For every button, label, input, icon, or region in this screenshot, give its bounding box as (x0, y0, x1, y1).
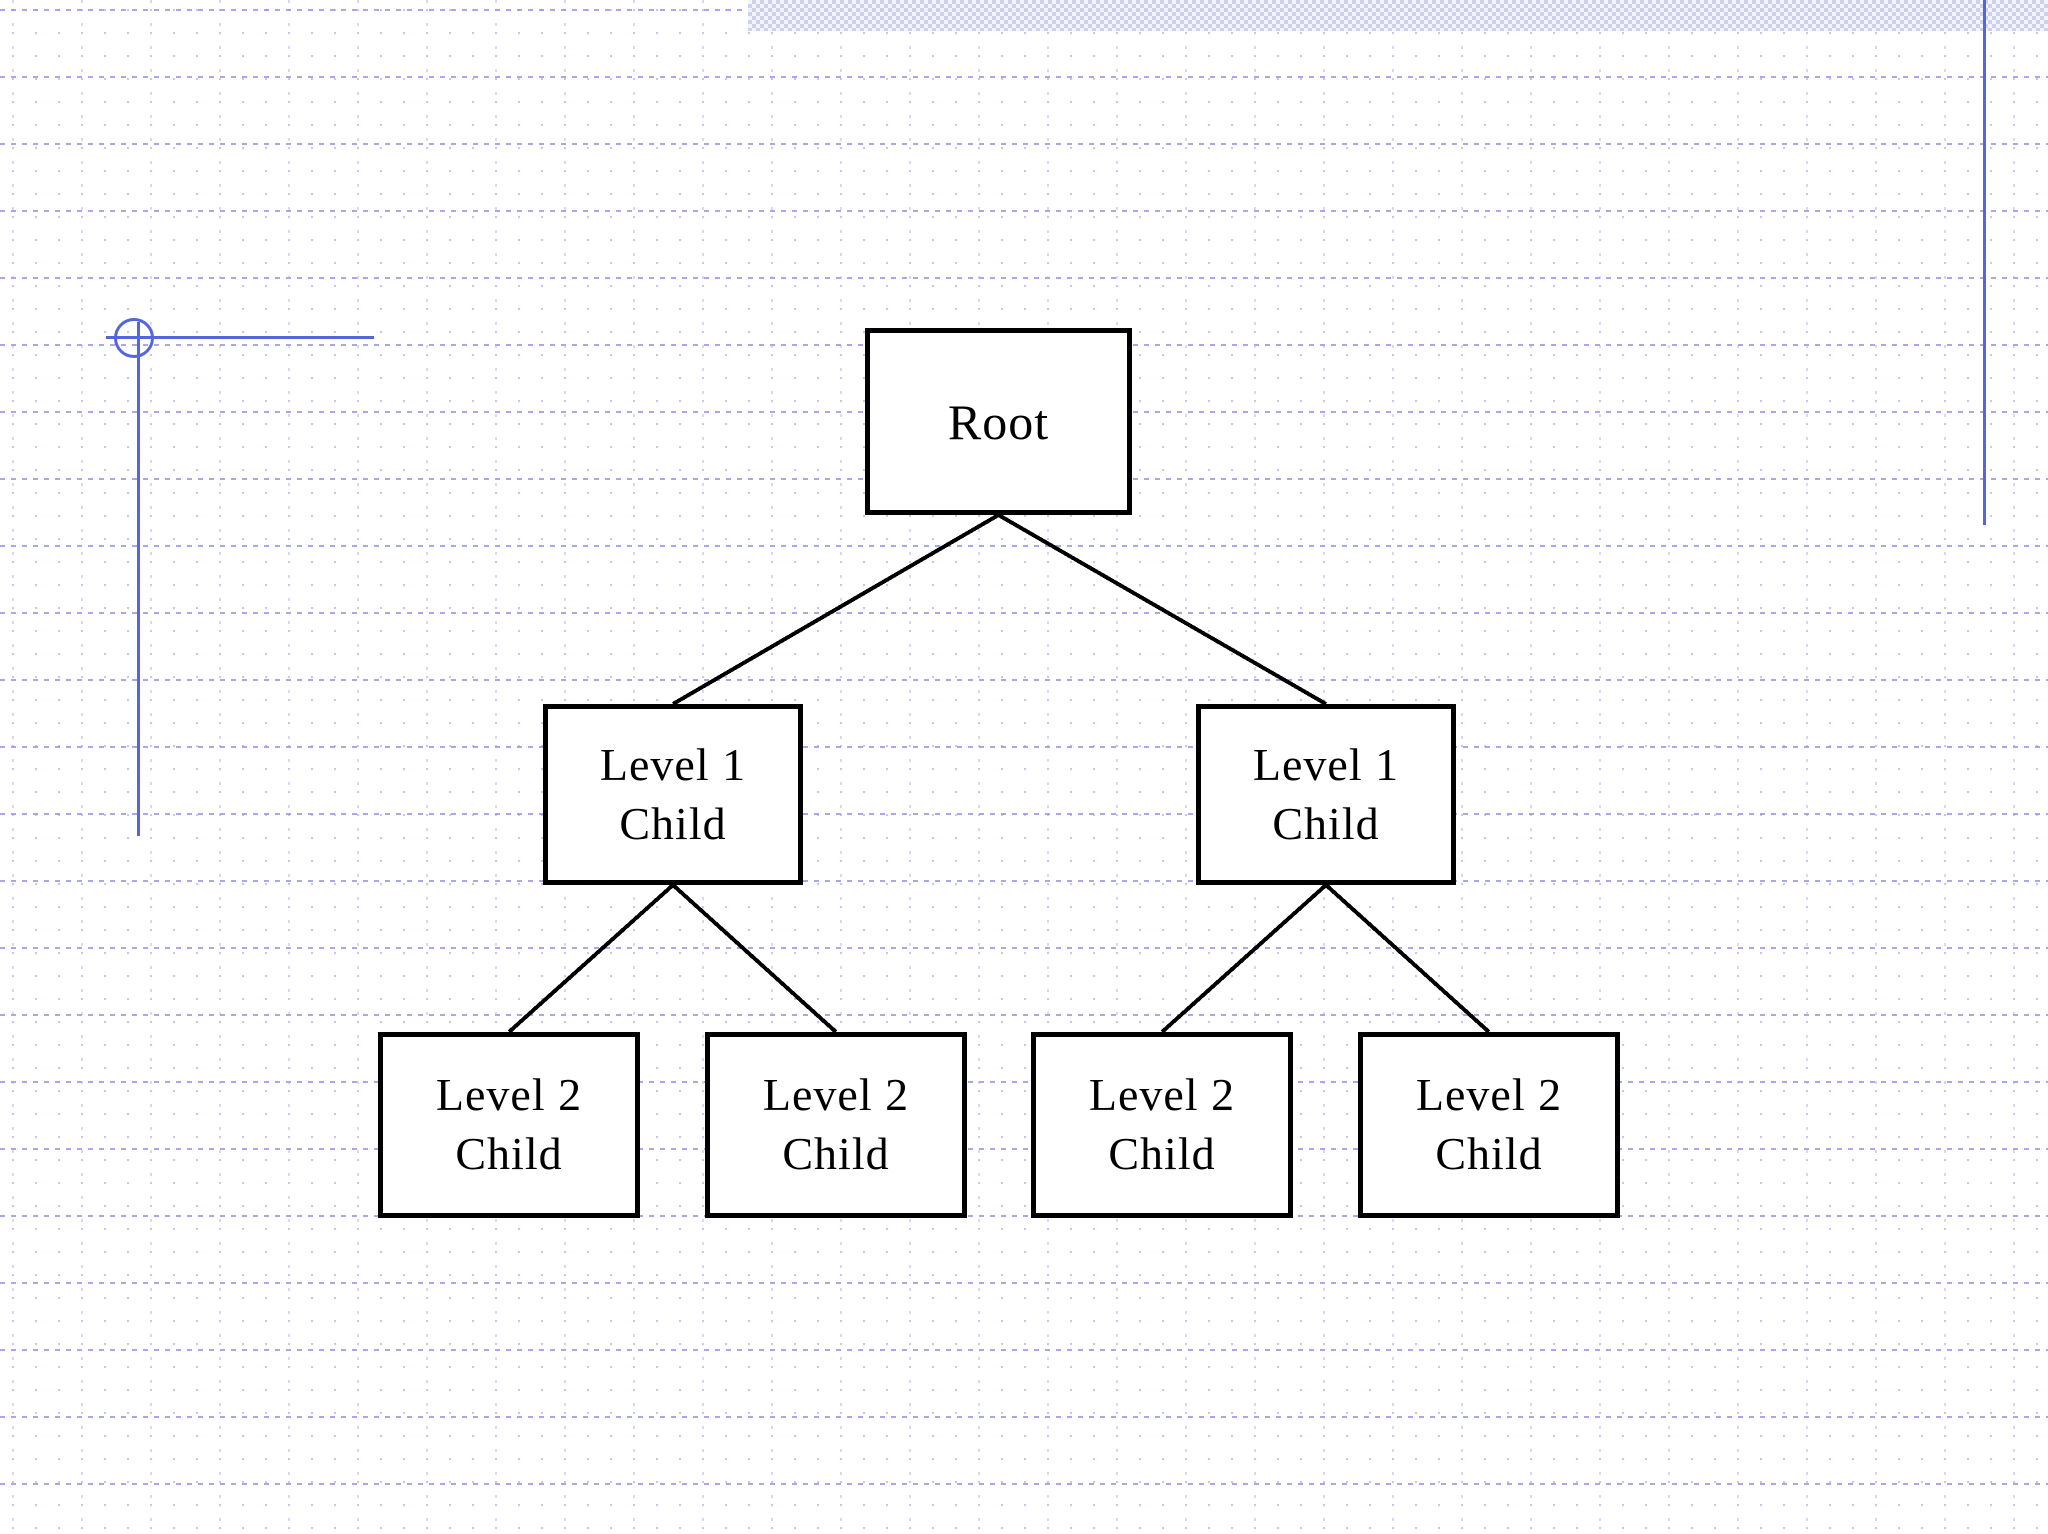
vertical-guide-line[interactable] (137, 322, 140, 836)
node-level2-child-1-line1: Level 2 (435, 1069, 583, 1121)
node-level1-child-right[interactable]: Level 1 Child (1196, 704, 1456, 885)
node-level2-child-1[interactable]: Level 2 Child (378, 1032, 640, 1218)
connector-l1b-to-l2d (1324, 883, 1491, 1034)
dithered-selection-bar (748, 0, 2048, 31)
node-level2-child-4-line1: Level 2 (1415, 1069, 1563, 1121)
horizontal-guide-line[interactable] (106, 336, 374, 339)
node-level1-child-left-line1: Level 1 (599, 738, 747, 790)
node-level2-child-4-line2: Child (1435, 1128, 1543, 1179)
guide-anchor-circle-icon[interactable] (114, 318, 154, 358)
node-level2-child-1-line2: Child (455, 1128, 563, 1179)
node-level2-child-3-line1: Level 2 (1088, 1069, 1236, 1121)
node-level1-child-left-line2: Child (619, 797, 727, 849)
node-level2-child-3[interactable]: Level 2 Child (1031, 1032, 1293, 1218)
connector-l1a-to-l2a (507, 883, 675, 1034)
node-level2-child-2-line2: Child (782, 1128, 890, 1179)
node-root-label: Root (947, 393, 1050, 450)
connector-l1a-to-l2b (671, 883, 838, 1034)
connector-root-to-l1b (997, 513, 1327, 706)
connector-l1b-to-l2c (1160, 883, 1328, 1034)
node-level1-child-right-line2: Child (1272, 797, 1380, 849)
node-root[interactable]: Root (865, 328, 1132, 515)
right-vertical-guide-line[interactable] (1983, 0, 1986, 525)
node-level2-child-2-line1: Level 2 (762, 1069, 910, 1121)
node-level1-child-right-line1: Level 1 (1252, 738, 1400, 790)
connector-root-to-l1a (671, 513, 1000, 706)
node-level2-child-3-line2: Child (1108, 1128, 1216, 1179)
node-level1-child-left[interactable]: Level 1 Child (543, 704, 803, 885)
node-level2-child-2[interactable]: Level 2 Child (705, 1032, 967, 1218)
node-level2-child-4[interactable]: Level 2 Child (1358, 1032, 1620, 1218)
